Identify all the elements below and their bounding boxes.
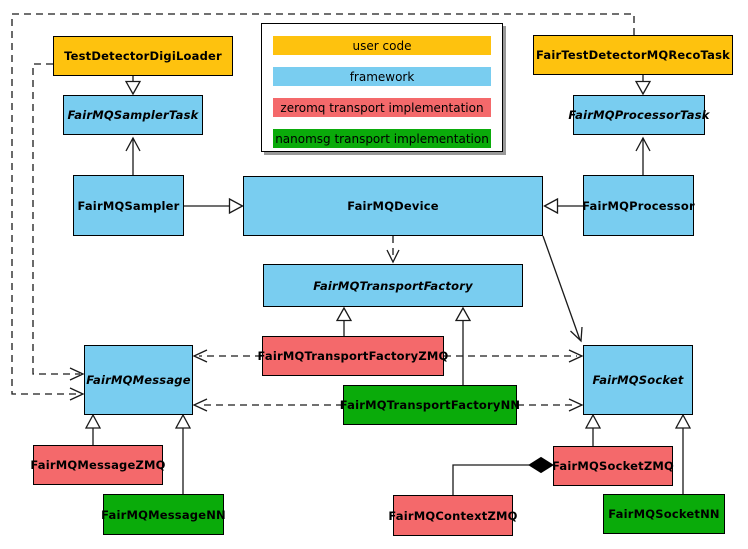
node-test-detector-digi-loader: TestDetectorDigiLoader [53, 36, 233, 76]
edge-tfzmq-transportfactory [335, 306, 353, 336]
node-fairmq-transport-factory: FairMQTransportFactory [263, 264, 523, 307]
edge-digiloader-samplertask [124, 76, 142, 96]
edge-messagenn-message [174, 413, 192, 494]
node-fairmq-message-zmq: FairMQMessageZMQ [30, 445, 165, 485]
node-fair-test-detector-mq-reco-task: FairTestDetectorMQRecoTask [533, 35, 733, 75]
edge-contextzmq-socketzmq [452, 456, 554, 495]
node-fairmq-sampler-task: FairMQSamplerTask [63, 95, 203, 135]
node-fairmq-socket: FairMQSocket [583, 345, 693, 415]
node-fairmq-transport-factory-zmq: FairMQTransportFactoryZMQ [258, 336, 448, 376]
edge-processor-device [543, 197, 583, 215]
edge-digiloader-message [32, 63, 85, 381]
edge-sampler-samplertask [125, 136, 141, 175]
node-fairmq-device: FairMQDevice [243, 176, 543, 236]
node-fairmq-socket-zmq: FairMQSocketZMQ [552, 446, 674, 486]
node-fairmq-sampler: FairMQSampler [73, 175, 184, 236]
edge-device-socket [542, 235, 583, 343]
node-fairmq-processor: FairMQProcessor [582, 175, 695, 236]
node-fairmq-message: FairMQMessage [84, 345, 193, 415]
edge-tfnn-transportfactory [454, 306, 472, 385]
edge-sampler-device [184, 197, 244, 215]
legend-item-nanomsg: nanomsg transport implementation [273, 129, 491, 148]
node-fairmq-socket-nn: FairMQSocketNN [603, 494, 725, 534]
edge-tfnn-socket [517, 398, 584, 412]
legend-item-framework: framework [273, 67, 491, 86]
edge-device-transportfactory [386, 236, 400, 264]
legend-box: user code framework zeromq transport imp… [261, 23, 503, 152]
legend-item-user-code: user code [273, 36, 491, 55]
edge-recotask-processortask [634, 75, 652, 96]
edge-socketnn-socket [674, 413, 692, 494]
edge-recotask-message [11, 13, 635, 401]
edge-tfzmq-message [192, 349, 262, 363]
edge-tfzmq-socket [444, 349, 584, 363]
node-fairmq-context-zmq: FairMQContextZMQ [388, 495, 517, 536]
edge-processor-processortask [635, 136, 651, 175]
node-fairmq-message-nn: FairMQMessageNN [101, 494, 226, 535]
edge-socketzmq-socket [584, 413, 602, 446]
node-fairmq-transport-factory-nn: FairMQTransportFactoryNN [340, 385, 520, 425]
legend-item-zeromq: zeromq transport implementation [273, 98, 491, 117]
edge-tfnn-message [192, 398, 343, 412]
edge-messagezmq-message [84, 413, 102, 445]
node-fairmq-processor-task: FairMQProcessorTask [568, 95, 709, 135]
